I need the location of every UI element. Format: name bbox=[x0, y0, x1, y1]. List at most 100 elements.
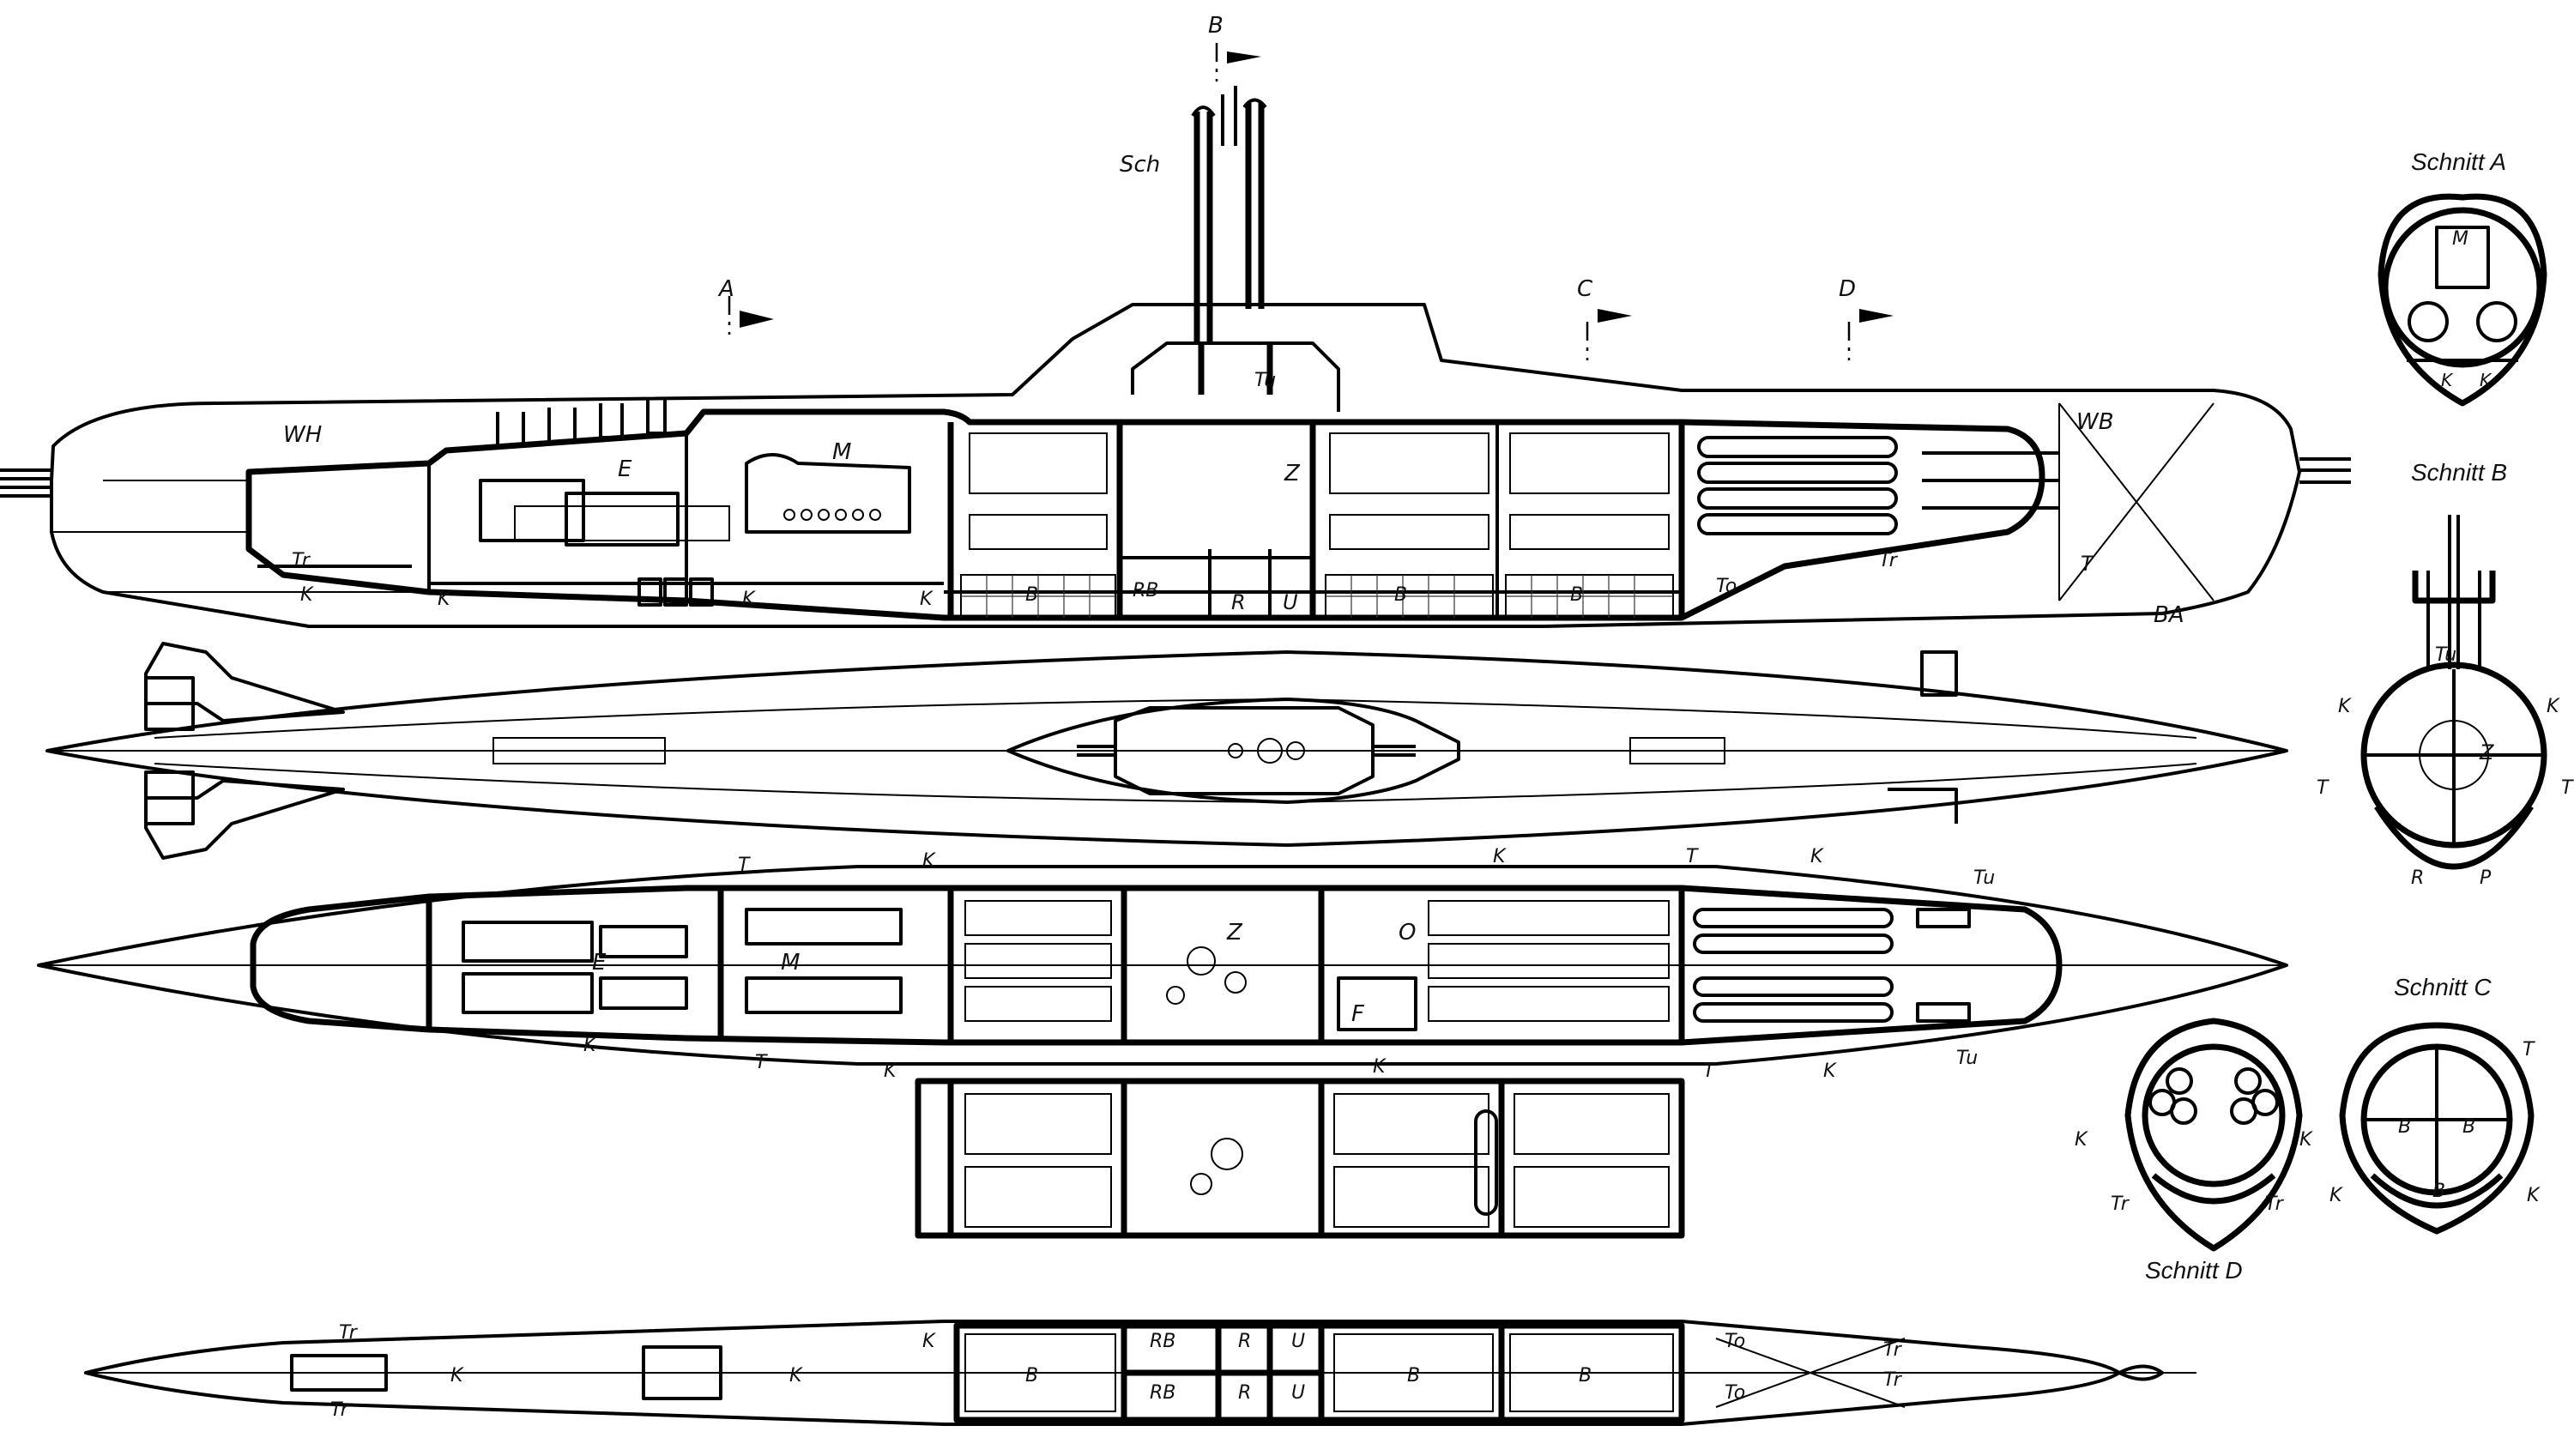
marker-b: B bbox=[1208, 13, 1224, 39]
section-d-label-k-2: K bbox=[2299, 1129, 2313, 1151]
section-c-label-b-1: B bbox=[2398, 1116, 2411, 1138]
battery-cells-plan bbox=[964, 900, 1670, 1022]
section-c-label-b-2: B bbox=[2462, 1116, 2475, 1138]
label-k-1: K bbox=[300, 584, 314, 606]
keel-label-u-1: U bbox=[1291, 1331, 1305, 1352]
section-a-label-m: M bbox=[2452, 228, 2468, 250]
battery-cells-side bbox=[960, 432, 1674, 619]
plan-label-t-3: T bbox=[755, 1052, 768, 1073]
section-b-label-p: P bbox=[2480, 867, 2492, 889]
plan-label-k-2: K bbox=[1493, 846, 1507, 867]
keel-label-k-2: K bbox=[789, 1365, 803, 1387]
section-b-label-r: R bbox=[2411, 867, 2424, 889]
plan-label-t-2: T bbox=[1686, 846, 1699, 867]
battery-layer-plan bbox=[915, 1078, 1685, 1239]
marker-d: D bbox=[1839, 276, 1856, 302]
keel-label-rb-1: RB bbox=[1150, 1331, 1175, 1352]
plan-label-z: Z bbox=[1226, 920, 1243, 945]
label-u: Ü bbox=[1283, 589, 1298, 614]
cross-section-b: Schnitt B Tu K K Z T T R P bbox=[2317, 459, 2574, 889]
plan-label-e: E bbox=[592, 950, 607, 976]
section-c-label-k-1: K bbox=[2329, 1185, 2343, 1206]
section-a-label-k-2: K bbox=[2480, 370, 2492, 390]
label-b-1: B bbox=[1025, 584, 1038, 606]
label-tr: Tr bbox=[292, 550, 311, 571]
plan-label-k-1: K bbox=[922, 850, 936, 872]
plan-label-k-4: K bbox=[583, 1035, 597, 1056]
plan-label-o: O bbox=[1399, 920, 1416, 945]
top-deck-view bbox=[45, 642, 2288, 860]
deck-hull-outline bbox=[45, 650, 2288, 847]
label-k-2: K bbox=[438, 589, 451, 610]
marker-a: A bbox=[717, 276, 734, 302]
section-c-label-t: T bbox=[2523, 1039, 2535, 1060]
plan-label-tu-2: Tu bbox=[1956, 1048, 1978, 1069]
side-elevation: Sch WH Tr K K K K E M B RB R Ü Z Tu B B … bbox=[0, 13, 2351, 628]
section-c-label-k-2: K bbox=[2527, 1185, 2541, 1206]
section-c-title: Schnitt C bbox=[2394, 974, 2492, 1000]
keel-label-k-1: K bbox=[450, 1365, 464, 1387]
label-z: Z bbox=[1284, 461, 1301, 486]
label-rb: RB bbox=[1133, 580, 1158, 601]
section-a-label-k-1: K bbox=[2441, 370, 2454, 390]
label-b-3: B bbox=[1570, 584, 1583, 606]
plan-label-t-1: T bbox=[738, 855, 751, 876]
section-b-label-tu: Tu bbox=[2435, 644, 2456, 666]
section-d-label-tr-1: Tr bbox=[2111, 1193, 2130, 1215]
label-wb: WB bbox=[2076, 409, 2114, 435]
label-k-4: K bbox=[920, 589, 934, 610]
keel-label-b-3: B bbox=[1579, 1365, 1592, 1387]
keel-label-tr-1: Tr bbox=[339, 1322, 359, 1344]
periscope-mast bbox=[1193, 103, 1265, 343]
plan-label-tu-1: Tu bbox=[1973, 867, 1995, 889]
plan-label-k-5: K bbox=[884, 1060, 897, 1082]
torpedo-tubes-side bbox=[1697, 402, 2214, 601]
section-a-title: Schnitt A bbox=[2411, 148, 2506, 175]
section-d-label-k-1: K bbox=[2075, 1129, 2088, 1151]
keel-label-u-2: U bbox=[1291, 1382, 1305, 1404]
label-t: T bbox=[2081, 552, 2095, 576]
keel-label-to-2: To bbox=[1725, 1382, 1745, 1404]
section-b-title: Schnitt B bbox=[2411, 459, 2507, 486]
plan-label-k-3: K bbox=[1810, 846, 1824, 867]
section-c-label-b-3: B bbox=[2432, 1181, 2445, 1202]
label-to: To bbox=[1716, 576, 1737, 597]
section-d-label-tr-2: Tr bbox=[2265, 1193, 2285, 1215]
label-ba: BA bbox=[2154, 602, 2184, 628]
keel-label-tr-2: Tr bbox=[330, 1399, 350, 1421]
cross-section-d: K K Tr Tr Schnitt D bbox=[2075, 1018, 2313, 1284]
label-m: M bbox=[832, 439, 851, 465]
keel-label-r-2: R bbox=[1238, 1382, 1251, 1404]
section-b-label-t-1: T bbox=[2317, 777, 2329, 799]
label-b-2: B bbox=[1394, 584, 1407, 606]
keel-label-b-1: B bbox=[1025, 1365, 1038, 1387]
plan-label-m: M bbox=[781, 950, 800, 976]
side-conning-tower bbox=[1131, 341, 1340, 412]
keel-label-b-2: B bbox=[1407, 1365, 1420, 1387]
section-b-label-k-2: K bbox=[2547, 696, 2560, 717]
keel-label-rb-2: RB bbox=[1150, 1382, 1175, 1404]
label-k-3: K bbox=[742, 589, 756, 610]
keel-label-tr-3: Tr bbox=[1883, 1339, 1903, 1361]
deck-plan: T K K T K Tu K T K K T K Tu E M Z O F bbox=[37, 846, 2288, 1082]
cross-section-c: Schnitt C T B B B K K bbox=[2329, 974, 2541, 1235]
label-e: E bbox=[618, 456, 632, 482]
section-b-label-k-1: K bbox=[2338, 696, 2352, 717]
label-wh: WH bbox=[283, 422, 322, 448]
marker-c: C bbox=[1577, 276, 1593, 302]
plan-label-f: F bbox=[1351, 1001, 1365, 1027]
section-d-title: Schnitt D bbox=[2145, 1257, 2243, 1284]
cross-section-a: Schnitt A M K K bbox=[2378, 148, 2547, 407]
keel-label-tr-4: Tr bbox=[1883, 1369, 1903, 1391]
plan-label-k-7: K bbox=[1823, 1060, 1837, 1082]
plan-label-k-6: K bbox=[1373, 1056, 1387, 1078]
section-b-label-z: Z bbox=[2479, 740, 2494, 764]
keel-plan: Tr Tr K K K B RB RB R R U U B B To To Tr… bbox=[84, 1320, 2196, 1426]
plan-label-t-4: T bbox=[1703, 1060, 1716, 1082]
label-sch: Sch bbox=[1120, 152, 1160, 178]
keel-label-k-3: K bbox=[922, 1331, 936, 1352]
label-tr-bow: Tr bbox=[1879, 550, 1899, 571]
keel-label-to-1: To bbox=[1725, 1331, 1745, 1352]
section-b-label-t-2: T bbox=[2561, 777, 2574, 799]
